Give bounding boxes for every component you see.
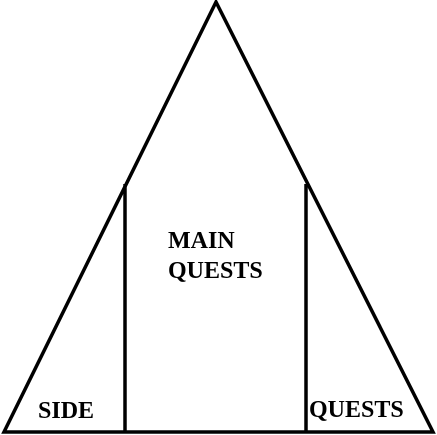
right-quests-label: QUESTS — [309, 397, 404, 423]
main-quests-label-line2: QUESTS — [168, 258, 263, 284]
side-label: SIDE — [38, 398, 94, 424]
main-quests-label-line1: MAIN — [168, 228, 235, 254]
